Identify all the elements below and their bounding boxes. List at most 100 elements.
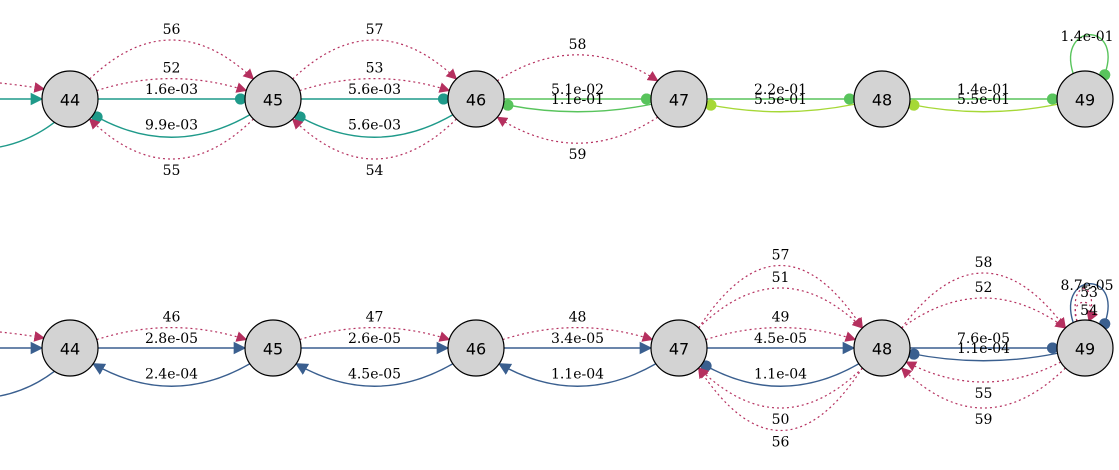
edge-49-to-49: 1.4e-01: [1060, 29, 1114, 81]
edge-label: 58: [569, 37, 587, 53]
edge-label: 47: [366, 310, 384, 326]
edge-label: 2.6e-05: [348, 331, 401, 347]
edge-line: [0, 121, 56, 148]
self-loop-line: [1074, 301, 1099, 322]
edge-label: 59: [569, 147, 587, 163]
edge-48-to-47: 50: [697, 367, 863, 428]
node-circle: [1056, 319, 1114, 377]
state-node-47: 47: [650, 319, 708, 377]
edge-44-to-45: 1.6e-03: [97, 82, 247, 105]
edge-44-to-43: [0, 121, 56, 148]
state-node-48: 48: [853, 319, 911, 377]
edge-46-to-45: 4.5e-05: [295, 363, 454, 387]
edge-line: [496, 116, 659, 144]
node-label: 45: [263, 91, 283, 110]
edge-line: [0, 331, 46, 342]
edge-line: [299, 78, 451, 93]
node-circle: [650, 319, 708, 377]
state-node-49: 49: [1056, 319, 1114, 377]
edge-line: [901, 272, 1067, 329]
edge-label: 54: [1080, 303, 1098, 319]
node-circle: [244, 70, 302, 128]
edge-45-to-46: 47: [299, 310, 451, 342]
node-label: 46: [466, 340, 486, 359]
edge-line: [0, 370, 56, 397]
edge-label: 46: [163, 310, 181, 326]
node-circle: [447, 70, 505, 128]
edge-label: 57: [772, 248, 790, 264]
node-circle: [853, 70, 911, 128]
edge-46-to-47: 48: [502, 310, 654, 342]
state-node-47: 47: [650, 70, 708, 128]
node-label: 47: [669, 340, 689, 359]
edge-45-to-44: 55: [88, 118, 254, 179]
edge-44-to-45: 52: [96, 61, 248, 93]
edge-label: 51: [772, 270, 790, 286]
edge-47-to-48: 2.2e-01: [706, 82, 856, 105]
self-loop-line: [1070, 34, 1111, 81]
edge-line: [698, 264, 863, 329]
state-node-46: 46: [447, 70, 505, 128]
edge-49-to-49: 54: [1074, 301, 1099, 322]
edge-label: 59: [975, 412, 993, 428]
node-circle: [853, 319, 911, 377]
edge-47-to-46: 1.1e-04: [498, 363, 657, 387]
edge-label: 1.6e-03: [145, 82, 198, 98]
edge-line: [0, 82, 46, 93]
node-label: 46: [466, 91, 486, 110]
edge-line: [89, 39, 255, 80]
edge-line: [88, 118, 254, 160]
edge-line: [697, 367, 863, 409]
edge-48-to-49: 58: [901, 255, 1067, 329]
edge-45-to-44: 2.4e-04: [92, 363, 251, 387]
edge-line: [291, 118, 457, 160]
edge-45-to-46: 5.6e-03: [300, 82, 450, 105]
edge-line: [294, 111, 454, 138]
edge-48-to-49: 1.4e-01: [909, 82, 1059, 105]
edge-47-to-48: 49: [705, 310, 857, 342]
edge-label: 5.5e-01: [957, 92, 1010, 108]
edge-label: 2.4e-04: [145, 366, 198, 382]
self-loop-line: [1070, 283, 1111, 330]
edge-label: 56: [163, 22, 181, 38]
edge-label: 5.5e-01: [754, 92, 807, 108]
edge-line: [299, 327, 451, 342]
edge-line: [698, 367, 863, 432]
edge-line: [905, 361, 1062, 383]
edge-48-to-47: 56: [698, 367, 863, 451]
edge-44-to-45: 56: [89, 22, 255, 80]
edge-46-to-47: 3.4e-05: [504, 331, 653, 355]
edge-label: 53: [1080, 285, 1098, 301]
edge-label: 50: [772, 412, 790, 428]
edge-line: [292, 39, 458, 80]
edge-label: 49: [772, 310, 790, 326]
edge-46-to-47: 58: [496, 37, 659, 82]
edge-line: [901, 297, 1067, 329]
edge-label: 2.8e-05: [145, 331, 198, 347]
node-label: 48: [872, 340, 892, 359]
state-node-49: 49: [1056, 70, 1114, 128]
edge-line: [705, 99, 855, 113]
edge-46-to-45: 54: [291, 118, 457, 179]
edge-48-to-49: 52: [901, 280, 1067, 329]
node-label: 49: [1075, 91, 1095, 110]
edge-47-to-46: 1.1e-01: [502, 92, 652, 113]
edge-label: 3.4e-05: [551, 331, 604, 347]
edge-label: 1.1e-04: [754, 366, 807, 382]
edge-45-to-46: 2.6e-05: [301, 331, 450, 355]
edge-49-to-48: 55: [905, 361, 1062, 402]
node-circle: [1056, 70, 1114, 128]
edge-line: [700, 360, 860, 387]
edge-49-to-48: 59: [900, 367, 1066, 428]
edge-44-to-45: 46: [96, 310, 248, 342]
edge-label: 9.9e-03: [145, 117, 198, 133]
edge-line: [496, 54, 659, 82]
node-label: 47: [669, 91, 689, 110]
edge-line: [502, 99, 652, 113]
state-node-45: 45: [244, 319, 302, 377]
node-label: 48: [872, 91, 892, 110]
edge-line: [908, 99, 1058, 113]
edge-line: [698, 287, 864, 329]
